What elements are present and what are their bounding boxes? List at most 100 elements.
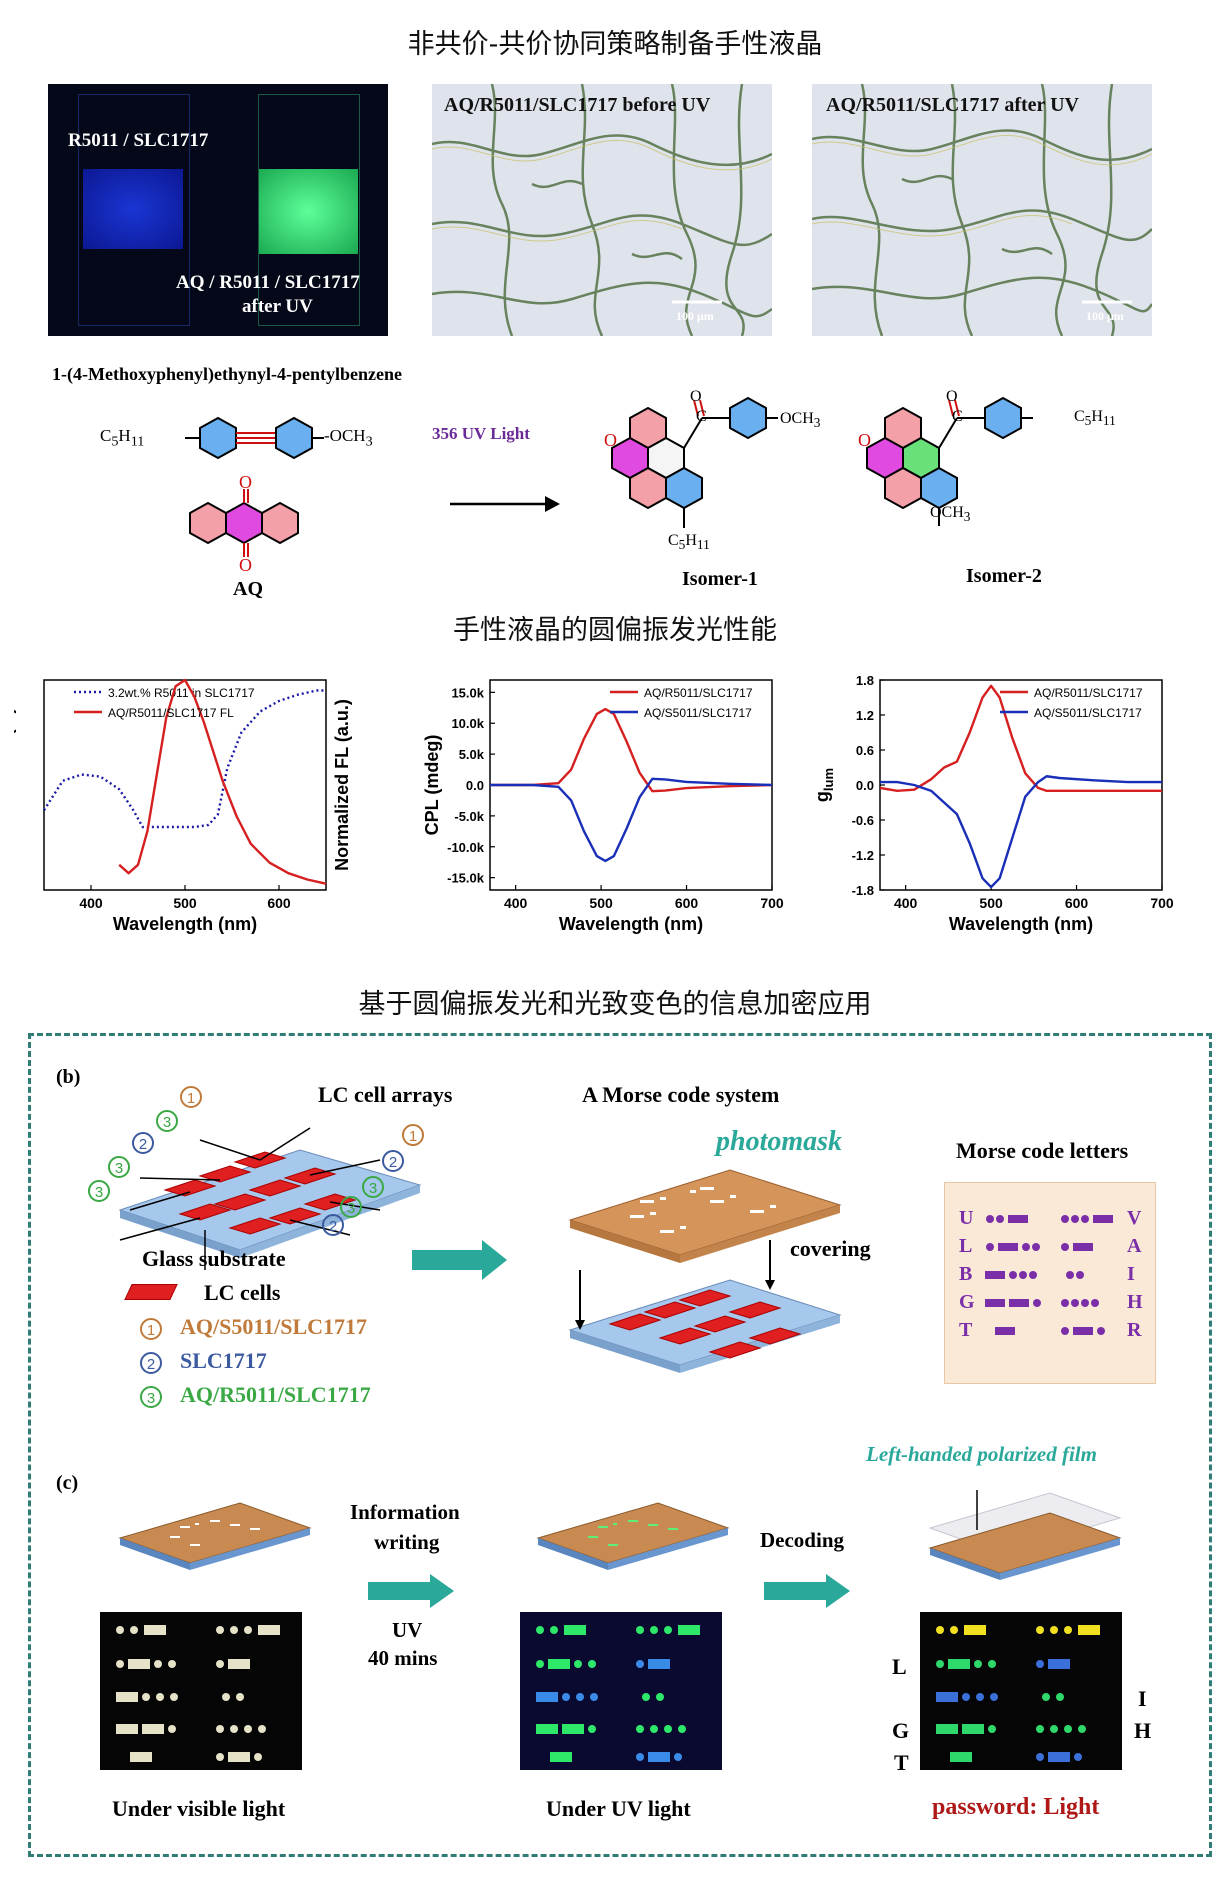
x-tick-label: 500 [979, 895, 1003, 911]
caption-password: password: Light [932, 1794, 1100, 1820]
title-top: 非共价-共价协同策略制备手性液晶 [407, 29, 823, 60]
morse-system-title: A Morse code system [582, 1082, 780, 1107]
och3-left-sub: 3 [365, 433, 373, 450]
x-tick-label: 600 [675, 895, 699, 911]
x-tick-label: 400 [894, 895, 918, 911]
visible-spots [116, 1625, 280, 1762]
morse-symbols [985, 1215, 1113, 1335]
photo-before-uv: AQ/R5011/SLC1717 before UV 100 μm [432, 84, 772, 336]
circ2-a: 2 [132, 1132, 154, 1154]
series-line-0 [42, 689, 326, 829]
compound-name: 1-(4-Methoxyphenyl)ethynyl-4-pentylbenze… [52, 364, 402, 384]
arrow-label: 356 UV Light [432, 424, 530, 443]
pointer-arrows [119, 1127, 381, 1270]
photomask-lc-cells [608, 1289, 802, 1359]
legend-label-0: AQ/R5011/SLC1717 [1034, 686, 1143, 700]
iso2-c5h11-sub1: 5 [1084, 413, 1092, 429]
photo-after-uv: AQ/R5011/SLC1717 after UV 100 μm [812, 84, 1152, 336]
green-slide [258, 169, 358, 254]
circ3-d: 3 [362, 1176, 384, 1198]
decoded-letter-T: T [894, 1750, 909, 1775]
circ3-c: 3 [88, 1180, 110, 1202]
x-tick-label: 600 [1065, 895, 1089, 911]
x-tick-label: 500 [589, 895, 613, 911]
blue-slide [83, 169, 183, 249]
uv-label: UV [392, 1618, 423, 1642]
film-label: Left-handed polarized film [866, 1442, 1097, 1466]
letter-I: I [1127, 1263, 1135, 1285]
circ1-b: 1 [402, 1124, 424, 1146]
mask-openings [630, 1187, 776, 1233]
iso1-och3-sub: 3 [813, 415, 821, 431]
iso1-c5h11-sub2: 11 [696, 537, 710, 553]
iso1-c5h11-text: C [668, 532, 679, 549]
photo-uv-light [520, 1612, 722, 1770]
info-writing-line2: writing [374, 1530, 440, 1554]
blue-slide-frame [78, 94, 190, 326]
texture-before [432, 84, 772, 336]
y-axis-label: glum [812, 768, 836, 802]
circ2-c: 2 [322, 1214, 344, 1236]
y-axis-label: Transmittance (%) [14, 707, 16, 862]
iso2-och3: OCH3 [930, 504, 970, 525]
y-tick-label: 1.2 [856, 708, 874, 723]
device-uv [536, 1502, 730, 1570]
tolane-molecule [185, 416, 324, 460]
photo-visible-light [100, 1612, 302, 1770]
decoded-spots [936, 1625, 1100, 1762]
series-line-0 [490, 707, 773, 793]
application-panel-frame [28, 1033, 1212, 1857]
y-tick-label: 10.0k [451, 716, 484, 731]
reaction-arrowhead [545, 496, 560, 512]
title-middle: 手性液晶的圆偏振发光性能 [453, 615, 777, 646]
series-line-1 [880, 775, 1162, 889]
x-tick-label: 400 [79, 895, 103, 911]
iso2-och3-sub: 3 [963, 509, 971, 525]
iso1-och3-text: OCH [780, 410, 814, 427]
photo2-label: AQ/R5011/SLC1717 before UV [444, 94, 711, 116]
y-tick-label: -0.6 [852, 813, 874, 828]
uv-spots [536, 1625, 700, 1762]
device-uv-openings [588, 1520, 678, 1546]
info-writing-line1: Information [350, 1500, 460, 1524]
caption-uv: Under UV light [546, 1796, 691, 1821]
c5h11-left-text: C [100, 426, 112, 445]
legend-label-1: AQ/S5011/SLC1717 [1034, 706, 1142, 720]
isomer1-molecule [611, 396, 778, 528]
letter-A: A [1127, 1235, 1142, 1257]
x-tick-label: 600 [267, 895, 291, 911]
photo1-label-c: after UV [242, 296, 313, 317]
legend-circ2: 2 [140, 1352, 162, 1374]
letter-B: B [959, 1263, 973, 1285]
letter-R: R [1127, 1319, 1142, 1341]
och3-left-text: -OCH [324, 426, 366, 445]
letter-V: V [1127, 1207, 1142, 1229]
y-tick-label: 1.8 [856, 673, 874, 688]
letter-U: U [959, 1207, 974, 1229]
photo-decoded [920, 1612, 1122, 1770]
y-tick-label: -1.8 [852, 883, 874, 898]
aq-molecule [189, 489, 299, 557]
circ2-b: 2 [382, 1150, 404, 1172]
lc-cells-label: LC cells [204, 1280, 281, 1305]
morse-letters-title: Morse code letters [956, 1138, 1129, 1163]
y-tick-label: 0.0 [466, 778, 484, 793]
circ3-b: 3 [108, 1156, 130, 1178]
iso1-c5h11: C5H11 [668, 532, 710, 553]
y-tick-label: 5.0k [459, 747, 485, 762]
iso2-c5h11: C5H11 [1074, 408, 1116, 429]
legend3-text: AQ/R5011/SLC1717 [180, 1382, 371, 1407]
iso2-carbonyl-o: O [946, 388, 958, 405]
photo1-label-b: AQ / R5011 / SLC1717 [176, 272, 360, 293]
letter-L: L [959, 1235, 973, 1257]
glass-label: Glass substrate [142, 1246, 286, 1271]
iso1-c: C [696, 408, 707, 425]
iso1-carbonyl-o: O [690, 388, 702, 405]
letter-G: G [959, 1291, 975, 1313]
circ3-a: 3 [156, 1110, 178, 1132]
title-bottom: 基于圆偏振发光和光致变色的信息加密应用 [358, 989, 872, 1020]
x-tick-label: 700 [760, 895, 784, 911]
